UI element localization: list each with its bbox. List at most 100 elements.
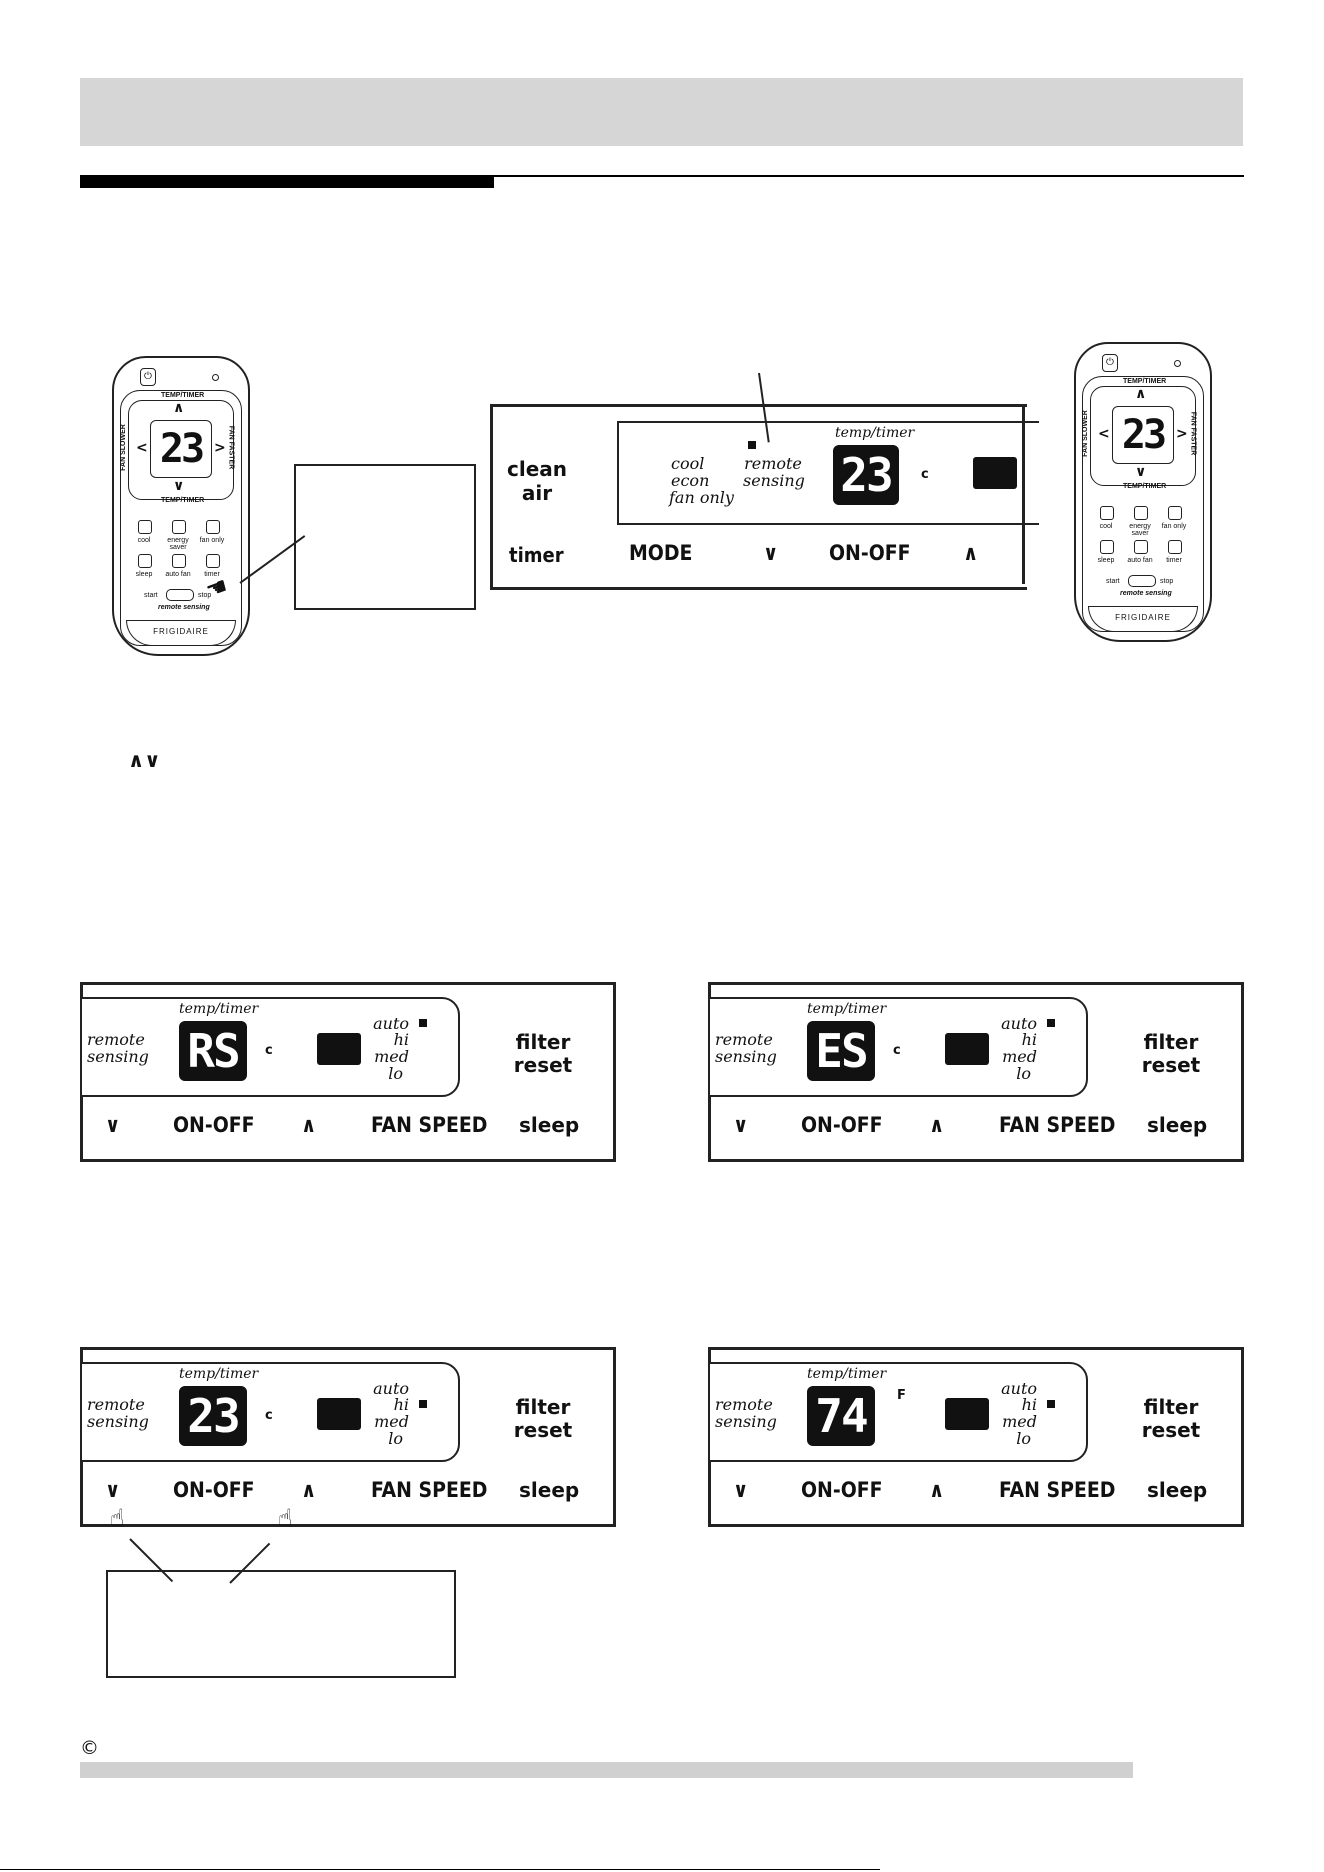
filter-reset-button[interactable]: filter reset bbox=[513, 1030, 573, 1077]
cool-button[interactable] bbox=[1100, 506, 1114, 520]
temperature-display: RS bbox=[179, 1021, 247, 1081]
temp-timer-label: temp/timer bbox=[835, 425, 915, 441]
up-button[interactable]: ∧ bbox=[929, 1113, 945, 1137]
auto-fan-label: auto fan bbox=[165, 571, 191, 578]
unit-label: c bbox=[893, 1043, 901, 1058]
on-off-button[interactable]: ON-OFF bbox=[801, 1478, 883, 1502]
up-arrow[interactable]: ∧ bbox=[173, 400, 185, 416]
clean-air-label[interactable]: clean air bbox=[507, 457, 568, 505]
up-button[interactable]: ∧ bbox=[301, 1478, 317, 1502]
remote-dpad bbox=[1090, 386, 1196, 486]
cool-label: cool bbox=[137, 537, 151, 544]
brand-plate: FRIGIDAIRE bbox=[126, 620, 236, 646]
sleep-button[interactable] bbox=[1100, 540, 1114, 554]
right-arrow[interactable]: > bbox=[214, 440, 226, 456]
on-off-button[interactable]: ON-OFF bbox=[801, 1113, 883, 1137]
energy-saver-button[interactable] bbox=[1134, 506, 1148, 520]
secondary-display bbox=[945, 1398, 989, 1430]
mode-button[interactable]: MODE bbox=[629, 541, 693, 565]
up-button[interactable]: ∧ bbox=[929, 1478, 945, 1502]
stop-label: stop bbox=[1160, 578, 1174, 585]
auto-fan-label: auto fan bbox=[1127, 557, 1153, 564]
up-button[interactable]: ∧ bbox=[963, 541, 979, 565]
fan-only-button[interactable] bbox=[1168, 506, 1182, 520]
up-arrow[interactable]: ∧ bbox=[1135, 386, 1147, 402]
energy-saver-label: energy saver bbox=[167, 537, 189, 551]
filter-reset-button[interactable]: filter reset bbox=[513, 1395, 573, 1442]
temp-timer-top-label: TEMP/TIMER bbox=[1123, 378, 1167, 385]
remote-sensing-toggle[interactable] bbox=[166, 589, 194, 601]
remote-sensing-label: remote sensing bbox=[158, 604, 210, 611]
remote-sensing-label: remote sensing bbox=[743, 454, 805, 490]
remote-sensing-indicator bbox=[748, 441, 756, 449]
down-button[interactable]: ∨ bbox=[733, 1113, 749, 1137]
temperature-display: ES bbox=[807, 1021, 875, 1081]
remote-control-left: ⏻ TEMP/TIMER ∧ ∨ < > FAN SLOWER FAN FAST… bbox=[112, 356, 250, 656]
timer-button[interactable]: timer bbox=[509, 543, 564, 567]
down-button[interactable]: ∨ bbox=[733, 1478, 749, 1502]
pointing-hand-icon: ☝ bbox=[278, 1504, 293, 1532]
fan-speed-button[interactable]: FAN SPEED bbox=[999, 1113, 1116, 1137]
sleep-button[interactable]: sleep bbox=[1147, 1113, 1208, 1137]
fan-speed-hi: hi bbox=[1021, 1030, 1037, 1049]
fan-speed-auto: auto bbox=[373, 1014, 409, 1033]
sleep-button[interactable]: sleep bbox=[519, 1478, 580, 1502]
footer-band bbox=[80, 1762, 1133, 1778]
timer-button[interactable] bbox=[1168, 540, 1182, 554]
timer-button[interactable] bbox=[206, 554, 220, 568]
left-arrow[interactable]: < bbox=[1098, 426, 1110, 442]
brand-plate: FRIGIDAIRE bbox=[1088, 606, 1198, 632]
down-button[interactable]: ∨ bbox=[105, 1478, 121, 1502]
fan-speed-auto: auto bbox=[1001, 1014, 1037, 1033]
remote-sensing-label: remote sensing bbox=[1120, 590, 1172, 597]
on-off-button[interactable]: ON-OFF bbox=[829, 541, 911, 565]
down-arrow[interactable]: ∨ bbox=[173, 478, 185, 494]
on-off-button[interactable]: ON-OFF bbox=[173, 1478, 255, 1502]
remote-sensing-label: remote sensing bbox=[715, 1395, 777, 1431]
temp-timer-bottom-label: TEMP/TIMER bbox=[1123, 483, 1167, 490]
secondary-display bbox=[945, 1033, 989, 1065]
fan-speed-button[interactable]: FAN SPEED bbox=[371, 1478, 488, 1502]
auto-fan-button[interactable] bbox=[172, 554, 186, 568]
energy-saver-button[interactable] bbox=[172, 520, 186, 534]
brand-logo: FRIGIDAIRE bbox=[1115, 613, 1171, 622]
filter-reset-button[interactable]: filter reset bbox=[1141, 1395, 1201, 1442]
remote-sensing-label: remote sensing bbox=[87, 1395, 149, 1431]
cool-button[interactable] bbox=[138, 520, 152, 534]
remote-sensing-label: remote sensing bbox=[715, 1030, 777, 1066]
remote-control-right: ⏻ TEMP/TIMER ∧ ∨ < > FAN SLOWER FAN FAST… bbox=[1074, 342, 1212, 642]
sleep-button[interactable] bbox=[138, 554, 152, 568]
fan-speed-button[interactable]: FAN SPEED bbox=[999, 1478, 1116, 1502]
mode-fan-only: fan only bbox=[669, 488, 734, 507]
callout-box-bottom bbox=[106, 1570, 456, 1678]
auto-fan-button[interactable] bbox=[1134, 540, 1148, 554]
fan-speed-hi: hi bbox=[393, 1395, 409, 1414]
stop-label: stop bbox=[198, 592, 212, 599]
fan-speed-button[interactable]: FAN SPEED bbox=[371, 1113, 488, 1137]
left-arrow[interactable]: < bbox=[136, 440, 148, 456]
down-arrow[interactable]: ∨ bbox=[1135, 464, 1147, 480]
power-icon: ⏻ bbox=[140, 368, 156, 386]
right-arrow[interactable]: > bbox=[1176, 426, 1188, 442]
sleep-button[interactable]: sleep bbox=[519, 1113, 580, 1137]
sleep-button[interactable]: sleep bbox=[1147, 1478, 1208, 1502]
fan-slower-label: FAN SLOWER bbox=[1081, 410, 1089, 457]
on-off-button[interactable]: ON-OFF bbox=[173, 1113, 255, 1137]
pointing-hand-icon: ☝ bbox=[110, 1504, 125, 1532]
mode-econ: econ bbox=[671, 471, 710, 490]
fan-only-button[interactable] bbox=[206, 520, 220, 534]
down-button[interactable]: ∨ bbox=[763, 541, 779, 565]
remote-dpad bbox=[128, 400, 234, 500]
remote-sensing-toggle[interactable] bbox=[1128, 575, 1156, 587]
fan-only-label: fan only bbox=[199, 537, 225, 544]
up-button[interactable]: ∧ bbox=[301, 1113, 317, 1137]
down-button[interactable]: ∨ bbox=[105, 1113, 121, 1137]
filter-reset-button[interactable]: filter reset bbox=[1141, 1030, 1201, 1077]
unit-label: c bbox=[265, 1408, 273, 1423]
energy-saver-label: energy saver bbox=[1129, 523, 1151, 537]
control-panel-main: clean air cool econ fan only remote sens… bbox=[490, 404, 1039, 590]
fan-speed-hi: hi bbox=[393, 1030, 409, 1049]
